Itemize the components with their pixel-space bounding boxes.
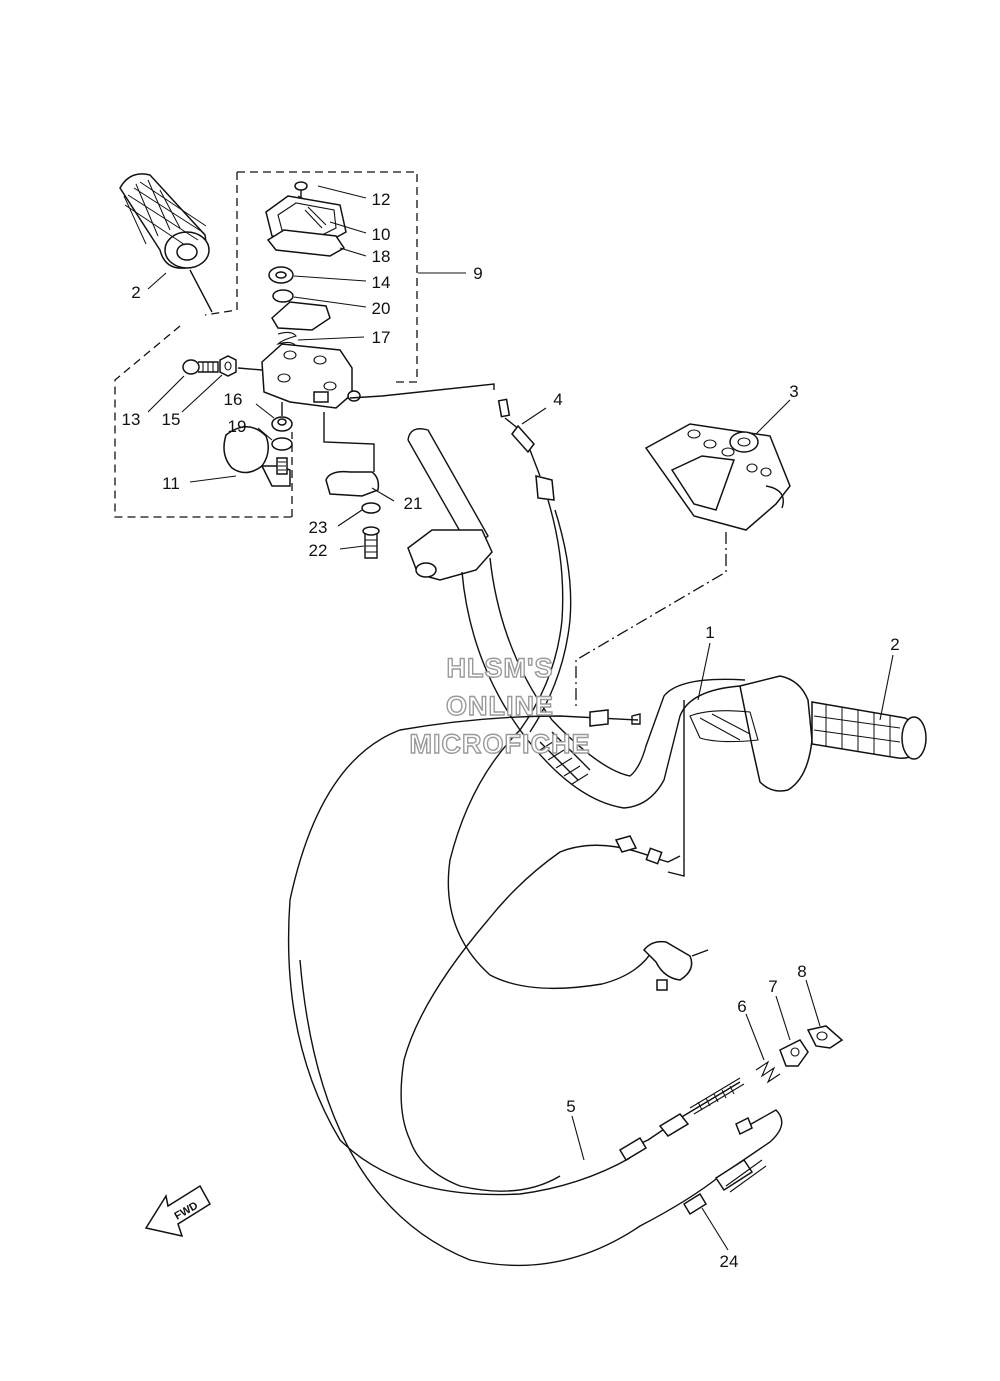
watermark-line-2: ONLINE — [446, 691, 554, 721]
bolt-13 — [182, 359, 219, 375]
collar-16 — [271, 416, 293, 432]
watermark-line-3: MICROFICHE — [410, 729, 591, 759]
leader-lines — [147, 185, 894, 1251]
upper-bracket — [271, 301, 331, 331]
right-grip — [811, 701, 927, 760]
callout-24: 24 — [720, 1252, 739, 1271]
watermark: HLSM'S ONLINE MICROFICHE — [409, 652, 591, 759]
collar-14 — [268, 266, 294, 284]
callout-17: 17 — [372, 328, 391, 347]
switch-housing — [261, 343, 361, 409]
bracket-7 — [779, 1039, 809, 1067]
grip-leader — [189, 269, 213, 313]
fwd-arrow: FWD — [144, 1184, 212, 1238]
callout-3: 3 — [789, 382, 798, 401]
callout-10: 10 — [372, 225, 391, 244]
callout-5: 5 — [566, 1097, 575, 1116]
callout-16: 16 — [224, 390, 243, 409]
plate-18 — [266, 229, 346, 257]
callout-21: 21 — [404, 494, 423, 513]
switch-assembly-boundary-left — [204, 172, 238, 316]
callout-11: 11 — [162, 474, 180, 493]
washer-20 — [272, 289, 294, 303]
cable-5 — [287, 709, 745, 1196]
switch-box-3 — [644, 423, 791, 531]
cable-4 — [349, 383, 709, 991]
spring-6 — [755, 1060, 781, 1084]
washer-19 — [271, 437, 293, 451]
callout-6: 6 — [737, 997, 746, 1016]
switch-box-guide — [575, 532, 727, 706]
callout-2-left: 2 — [131, 283, 140, 302]
callout-19: 19 — [228, 417, 247, 436]
callout-1: 1 — [705, 623, 714, 642]
nut-15 — [219, 355, 237, 377]
callout-14: 14 — [372, 273, 391, 292]
washer-23 — [361, 502, 381, 514]
right-throttle-housing — [689, 675, 813, 792]
left-grip — [119, 173, 210, 269]
callout-12: 12 — [372, 190, 391, 209]
callout-18: 18 — [372, 247, 391, 266]
callout-13: 13 — [122, 410, 141, 429]
cable-24 — [299, 700, 783, 1267]
callout-9: 9 — [473, 264, 482, 283]
bolt-axis-line — [237, 367, 263, 371]
watermark-line-1: HLSM'S — [447, 653, 554, 683]
callout-20: 20 — [372, 299, 391, 318]
callout-labels: 1 2 2 3 4 5 6 7 8 9 10 11 12 13 14 15 16… — [122, 190, 900, 1271]
clamp-guide-line — [323, 412, 375, 472]
callout-2-right: 2 — [890, 635, 899, 654]
callout-4: 4 — [553, 390, 562, 409]
callout-15: 15 — [162, 410, 181, 429]
lever-11 — [223, 426, 291, 487]
callout-23: 23 — [309, 518, 328, 537]
clamp-21 — [325, 470, 380, 497]
bolt-22 — [362, 526, 380, 559]
nut-8 — [806, 1025, 844, 1049]
callout-8: 8 — [797, 962, 806, 981]
left-group-boundary — [114, 325, 292, 518]
callout-7: 7 — [768, 977, 777, 996]
callout-22: 22 — [309, 541, 328, 560]
